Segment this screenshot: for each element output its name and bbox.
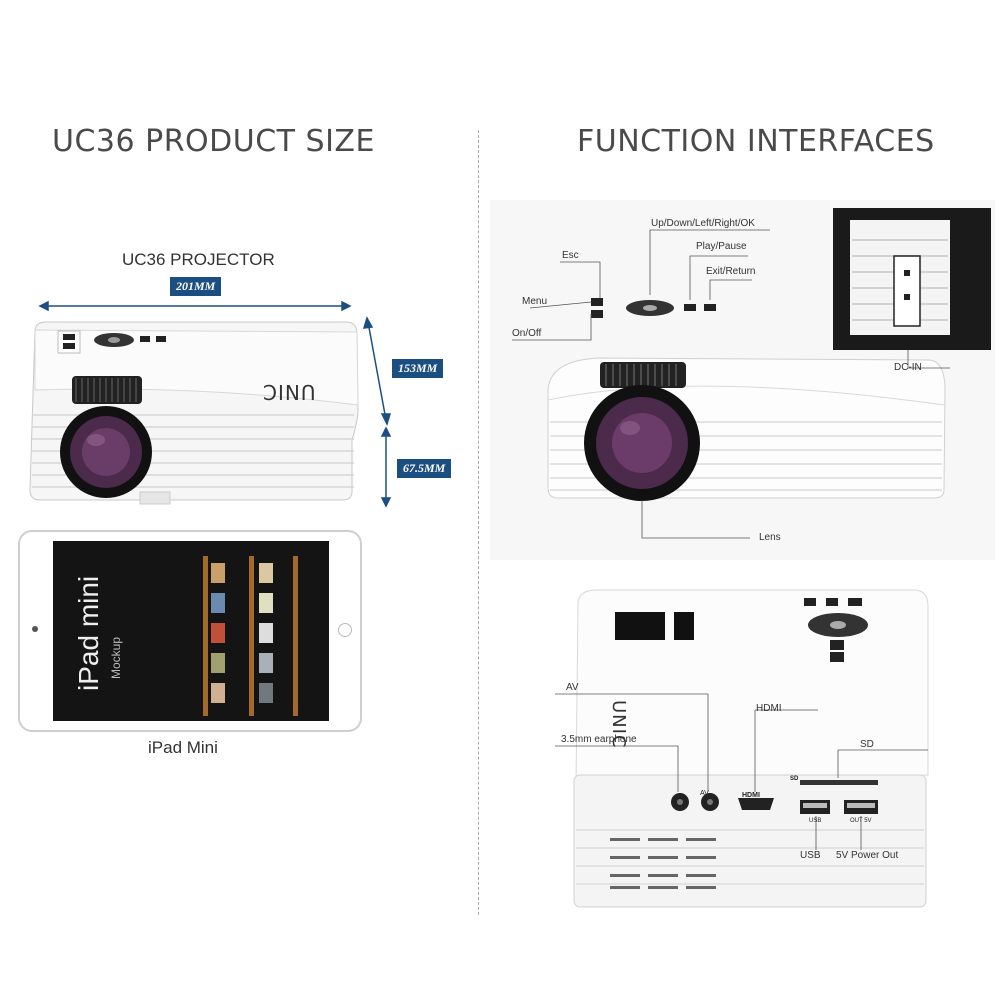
exit-return-callout-label: Exit/Return (706, 266, 756, 277)
av-callout-label: AV (566, 682, 579, 693)
ipad-screen: iPad mini Mockup (53, 541, 329, 721)
power-out-callout-label: 5V Power Out (836, 850, 899, 861)
camera-dot (32, 626, 38, 632)
hdmi-callout-label: HDMI (756, 703, 782, 714)
book-cover (259, 623, 273, 643)
projector-label: UC36 PROJECTOR (122, 250, 275, 269)
book-cover (211, 623, 225, 643)
onoff-callout-label: On/Off (512, 328, 542, 339)
nav-callout-label: Up/Down/Left/Right/OK (651, 218, 755, 229)
sd-callout-label: SD (860, 739, 874, 750)
out5v-port-mark: OUT 5V (850, 818, 872, 824)
earphone-callout-label: 3.5mm earphone (561, 734, 637, 745)
depth-arrow (362, 316, 392, 427)
dc-in-callout-label: DC-IN (894, 362, 922, 373)
av-port-mark: AV (700, 790, 709, 797)
hdmi-port-mark: HDMI (742, 792, 760, 799)
section-divider (478, 130, 479, 915)
height-arrow (380, 426, 392, 508)
book-cover (211, 593, 225, 613)
home-button (338, 623, 352, 637)
projector-front-drawing (490, 200, 995, 560)
book-cover (259, 683, 273, 703)
menu-callout-label: Menu (522, 296, 548, 307)
screen-title: iPad mini (73, 575, 104, 691)
usb-port-mark: USB (809, 818, 822, 824)
book-cover (259, 593, 273, 613)
shelf-bar (293, 556, 298, 716)
lens-callout-label: Lens (759, 532, 781, 543)
ipad-mini-device: iPad mini Mockup (18, 530, 362, 732)
screen-subtitle: Mockup (109, 636, 123, 679)
projector-size-drawing (29, 300, 392, 508)
width-arrow (38, 300, 352, 312)
projector-left (29, 321, 359, 505)
depth-dimension-label: 153MM (392, 359, 444, 378)
ipad-caption: iPad Mini (148, 738, 218, 757)
play-pause-callout-label: Play/Pause (696, 241, 747, 252)
esc-callout-label: Esc (562, 250, 579, 261)
book-cover (211, 683, 225, 703)
shelf-bar (203, 556, 208, 716)
product-size-title: UC36 PRODUCT SIZE (52, 124, 375, 159)
usb-callout-label: USB (800, 850, 821, 861)
width-dimension-label: 201MM (170, 277, 222, 296)
sd-port-mark: SD (790, 776, 799, 782)
projector-rear-drawing (555, 589, 929, 908)
brand-logo-left: UNIC (262, 380, 316, 404)
book-cover (211, 653, 225, 673)
book-cover (211, 563, 225, 583)
book-cover (259, 653, 273, 673)
height-dimension-label: 67.5MM (397, 459, 452, 478)
book-cover (259, 563, 273, 583)
shelf-bar (249, 556, 254, 716)
function-interfaces-title: FUNCTION INTERFACES (577, 124, 935, 159)
